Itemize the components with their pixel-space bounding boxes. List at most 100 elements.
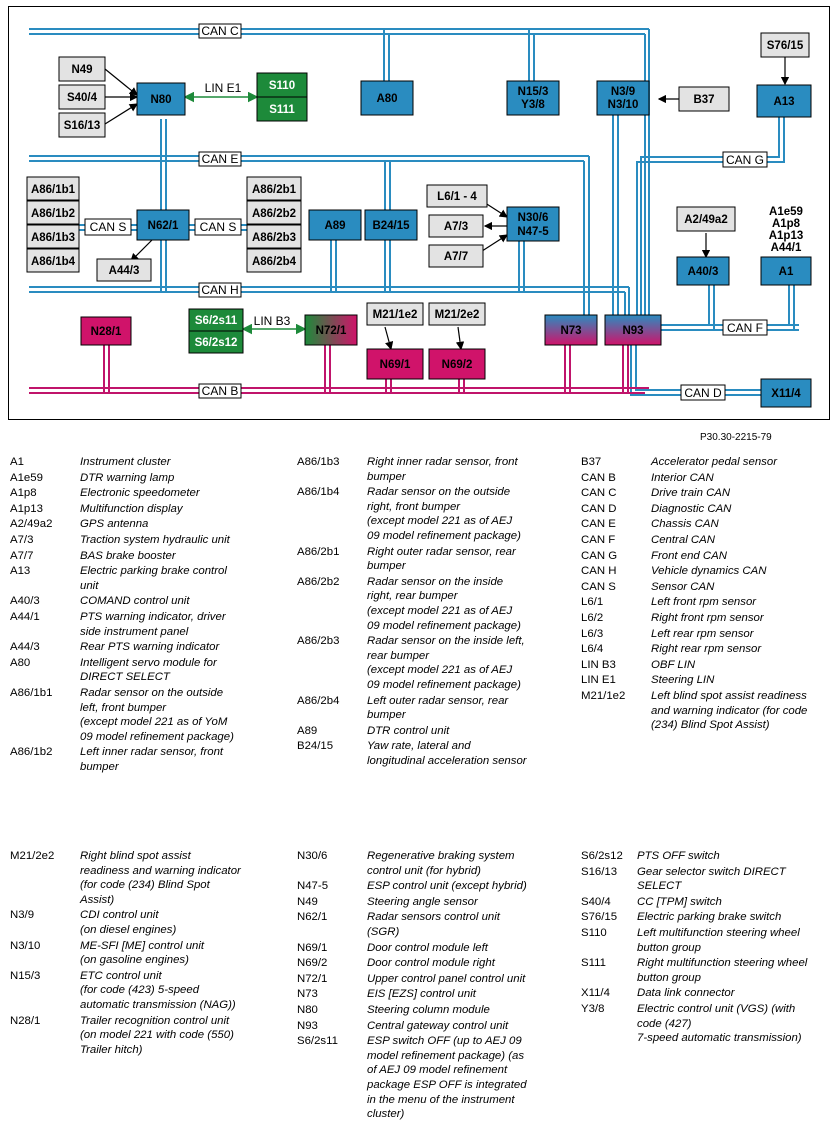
legend-description: Steering angle sensor	[367, 895, 478, 908]
module-n49: N49	[71, 64, 92, 76]
legend-description: ETC control unit (for code (423) 5-speed…	[80, 969, 236, 1011]
legend-code: CAN G	[581, 549, 618, 562]
module-a86-1b1: A86/1b1	[31, 184, 76, 196]
legend-description: Electric control unit (VGS) (with code (…	[637, 1002, 802, 1045]
indicator-a1p13: A1p13	[769, 230, 804, 242]
legend-code: A44/1	[10, 610, 40, 623]
legend-code: N47-5	[297, 880, 329, 893]
module-a86-1b4: A86/1b4	[31, 256, 76, 268]
legend-description: Right outer radar sensor, rear bumper	[367, 545, 516, 573]
legend-code: S76/15	[581, 911, 618, 924]
legend-entry: A86/1b1 Radar sensor on the outside left,…	[10, 686, 280, 744]
legend-code: N72/1	[297, 972, 328, 985]
legend-description: Right front rpm sensor	[651, 611, 764, 624]
legend-code: LIN B3	[581, 658, 616, 671]
legend-code: A7/7	[10, 549, 34, 562]
legend-description: PTS OFF switch	[637, 850, 720, 862]
legend-description: Instrument cluster	[80, 456, 171, 468]
legend-code: M21/2e2	[10, 850, 55, 862]
legend-code: L6/4	[581, 643, 604, 656]
module-a86-1b3: A86/1b3	[31, 232, 75, 244]
legend-code: A2/49a2	[10, 518, 53, 531]
legend-code: N3/9	[10, 909, 35, 922]
indicator-a1e59: A1e59	[769, 206, 803, 218]
legend-code: N62/1	[297, 911, 328, 924]
legend-description: Intelligent servo module for DIRECT SELE…	[80, 656, 217, 684]
legend-code: B24/15	[297, 740, 334, 753]
legend-code: CAN B	[581, 471, 616, 484]
legend-code: LIN E1	[581, 674, 616, 687]
legend-code: N69/2	[297, 957, 328, 970]
legend-description: EIS [EZS] control unit	[367, 988, 476, 1001]
legend-code: S110	[581, 926, 607, 939]
legend-description: Radar sensor on the outside left, front …	[80, 686, 234, 743]
lin-e1-label: LIN E1	[205, 81, 242, 95]
legend-description: OBF LIN	[651, 658, 696, 671]
can-d-label: CAN D	[684, 386, 722, 400]
legend-description: Yaw rate, lateral and longitudinal accel…	[367, 740, 527, 767]
legend-code: A1	[10, 456, 24, 468]
legend-code: CAN C	[581, 487, 617, 500]
legend-description: Central CAN	[651, 533, 715, 546]
legend-description: Traction system hydraulic unit	[80, 533, 230, 546]
legend-description: ME-SFI [ME] control unit (on gasoline en…	[80, 939, 205, 967]
module-n80: N80	[150, 94, 171, 106]
module-a2-49a2: A2/49a2	[684, 214, 727, 226]
legend-code: CAN S	[581, 580, 616, 593]
lin-wiring	[183, 91, 307, 335]
module-a86-2b4: A86/2b4	[252, 256, 297, 268]
legend-entry: A7/3 Traction system hydraulic unit	[10, 533, 280, 548]
legend-code: A7/3	[10, 533, 34, 546]
legend-code: N49	[297, 895, 318, 908]
legend-code: A86/2b2	[297, 575, 340, 588]
legend-description: Steering column module	[367, 1003, 490, 1016]
legend-code: CAN F	[581, 533, 616, 546]
legend-description: Left inner radar sensor, front bumper	[80, 746, 224, 773]
legend-code: N30/6	[297, 850, 328, 862]
legend-code: A1e59	[10, 471, 43, 484]
legend-description: Rear PTS warning indicator	[80, 641, 220, 654]
legend-description: Left outer radar sensor, rear bumper	[367, 694, 509, 722]
legend-description: Data link connector	[637, 987, 735, 1000]
signal-arrows	[104, 57, 790, 351]
legend-code: L6/3	[581, 627, 604, 640]
can-f-label: CAN F	[727, 321, 763, 335]
legend-description: CC [TPM] switch	[637, 895, 722, 908]
legend-description: GPS antenna	[80, 518, 149, 531]
legend-description: Right blind spot assist readiness and wa…	[80, 850, 241, 906]
can-b-wiring	[29, 345, 649, 394]
legend-description: Gear selector switch DIRECT SELECT	[637, 865, 786, 893]
legend-entry: M21/2e2 Right blind spot assist readiness…	[10, 849, 280, 907]
can-s-right-label: CAN S	[200, 220, 237, 234]
legend-description: Right inner radar sensor, front bumper	[367, 456, 518, 483]
can-h-label: CAN H	[201, 283, 238, 297]
legend-description: Central gateway control unit	[367, 1019, 509, 1032]
module-a40-3: A40/3	[688, 266, 719, 278]
legend-description: Door control module right	[367, 957, 495, 970]
module-a7-3: A7/3	[444, 221, 468, 233]
legend-code: A44/3	[10, 641, 40, 654]
legend-code: A86/1b1	[10, 686, 53, 699]
module-b24-15: B24/15	[372, 220, 410, 232]
